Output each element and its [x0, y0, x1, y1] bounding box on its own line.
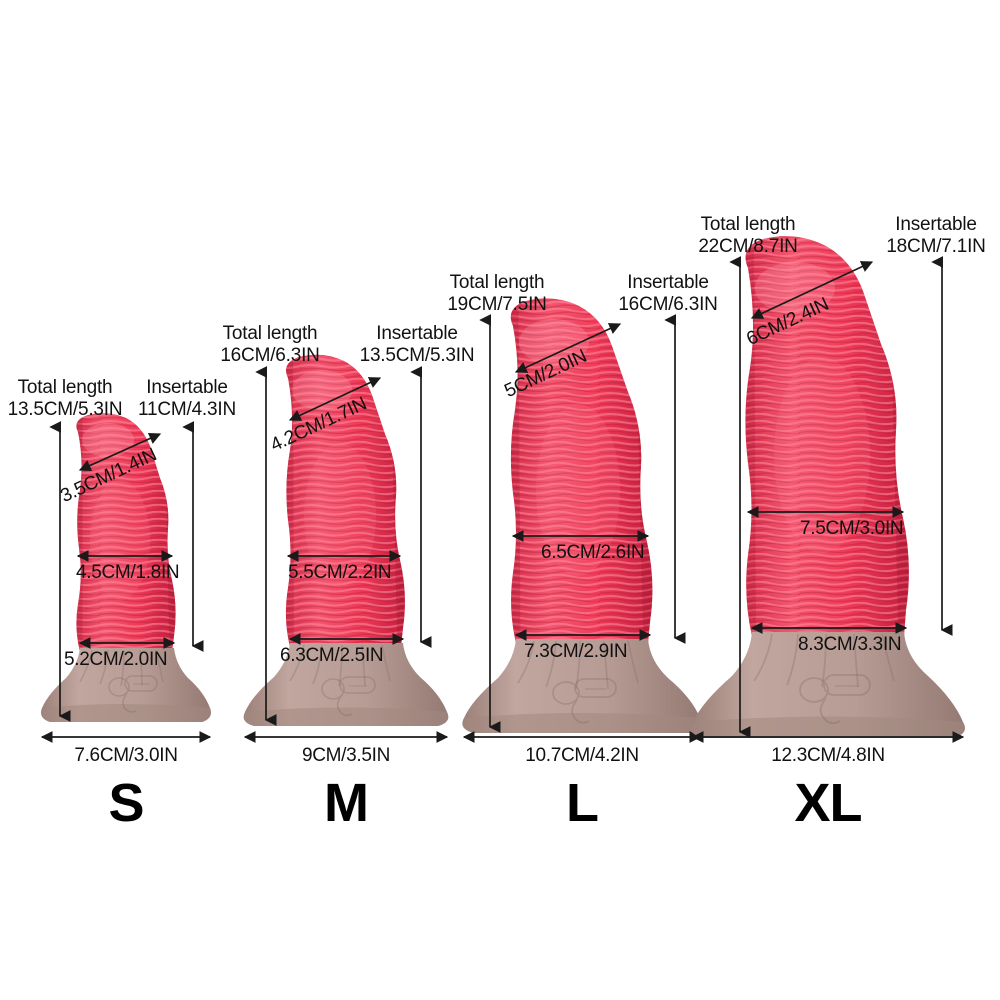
total-length-header-xl: Total length 22CM/8.7IN — [683, 214, 813, 259]
brand-logo-emboss — [321, 676, 376, 717]
insertable-label-l: Insertable — [627, 272, 709, 293]
insertable-label-xl: Insertable — [895, 214, 977, 235]
head-width-value-xl: 6CM/2.4IN — [743, 293, 833, 351]
lower-girth-value-m: 6.3CM/2.5IN — [280, 645, 384, 666]
total-length-label-l: Total length — [449, 272, 545, 293]
insertable-header-s: Insertable 11CM/4.3IN — [132, 377, 242, 422]
lower-girth-value-xl: 8.3CM/3.3IN — [798, 634, 902, 655]
lower-girth-value-s: 5.2CM/2.0IN — [64, 649, 168, 670]
total-length-value-xl: 22CM/8.7IN — [698, 236, 798, 258]
mid-girth-value-m: 5.5CM/2.2IN — [288, 562, 392, 583]
base-width-value-l: 10.7CM/4.2IN — [525, 745, 639, 766]
base-width-value-s: 7.6CM/3.0IN — [74, 745, 178, 766]
insertable-header-m: Insertable 13.5CM/5.3IN — [352, 323, 482, 368]
total-length-label-s: Total length — [17, 377, 113, 398]
mid-girth-value-xl: 7.5CM/3.0IN — [800, 518, 904, 539]
head-width-value-l: 5CM/2.0IN — [501, 345, 591, 403]
insertable-label-m: Insertable — [376, 323, 458, 344]
insertable-header-xl: Insertable 18CM/7.1IN — [872, 214, 1000, 259]
size-letter-s: S — [108, 773, 144, 833]
brand-logo-emboss — [552, 678, 617, 724]
lower-girth-value-l: 7.3CM/2.9IN — [524, 641, 628, 662]
insertable-value-xl: 18CM/7.1IN — [886, 236, 986, 258]
total-length-label-xl: Total length — [700, 214, 796, 235]
brand-logo-emboss — [108, 675, 158, 713]
total-length-value-s: 13.5CM/5.3IN — [7, 399, 123, 421]
total-length-header-l: Total length 19CM/7.5IN — [432, 272, 562, 317]
insertable-label-s: Insertable — [146, 377, 228, 398]
total-length-label-m: Total length — [222, 323, 318, 344]
total-length-header-m: Total length 16CM/6.3IN — [205, 323, 335, 368]
insertable-value-s: 11CM/4.3IN — [138, 399, 236, 421]
insertable-header-l: Insertable 16CM/6.3IN — [603, 272, 733, 317]
size-letter-l: L — [566, 773, 599, 833]
size-letter-m: M — [324, 773, 369, 833]
mid-girth-value-s: 4.5CM/1.8IN — [76, 562, 180, 583]
base-width-value-m: 9CM/3.5IN — [301, 745, 391, 766]
base-width-value-xl: 12.3CM/4.8IN — [771, 745, 885, 766]
size-letter-xl: XL — [794, 773, 862, 833]
mid-girth-value-l: 6.5CM/2.6IN — [541, 542, 645, 563]
brand-logo-emboss — [799, 674, 871, 725]
insertable-value-m: 13.5CM/5.3IN — [359, 345, 475, 367]
head-width-value-m: 4.2CM/1.7IN — [267, 393, 370, 457]
total-length-value-l: 19CM/7.5IN — [447, 294, 547, 316]
total-length-value-m: 16CM/6.3IN — [220, 345, 320, 367]
total-length-header-s: Total length 13.5CM/5.3IN — [0, 377, 130, 422]
head-width-value-s: 3.5CM/1.4IN — [57, 444, 160, 508]
insertable-value-l: 16CM/6.3IN — [618, 294, 718, 316]
